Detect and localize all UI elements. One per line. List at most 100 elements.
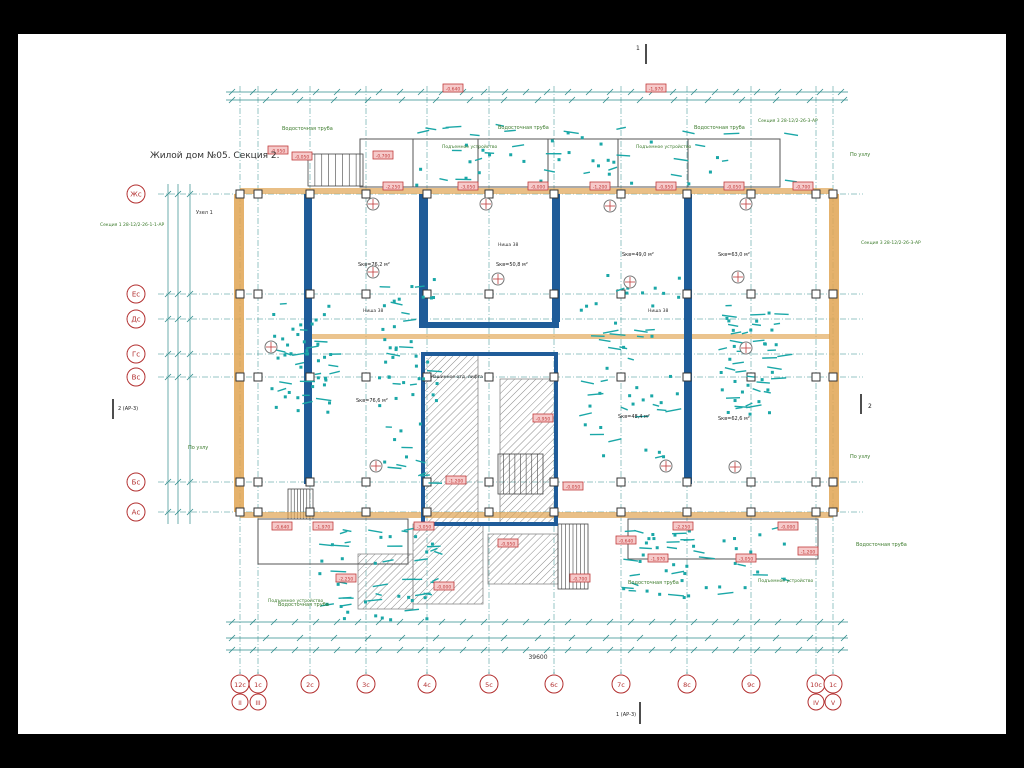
fixture-mark: [414, 354, 418, 358]
fixture-mark: [296, 396, 300, 400]
stair-and-shaft-hatching: [287, 153, 589, 610]
column: [484, 372, 494, 382]
axis-bubble-left: [126, 284, 146, 304]
fixture-mark: [740, 390, 744, 394]
dimension-tick: [772, 96, 780, 104]
pipe-segment: [433, 550, 443, 555]
fixture-mark: [628, 394, 632, 398]
pipe-segment: [633, 529, 644, 534]
axis-bubble-bottom: [823, 674, 843, 694]
dimension-tick: [585, 88, 593, 96]
axis-label-bottom: 1с: [829, 681, 837, 689]
fixture-mark: [509, 153, 513, 157]
dimension-tick: [711, 646, 719, 654]
pipe-segment: [639, 547, 652, 550]
dimension-tick: [354, 646, 362, 654]
fixture-mark: [687, 182, 691, 186]
dimension-tick: [669, 88, 677, 96]
fixture-mark: [685, 564, 689, 568]
fixture-mark: [409, 340, 413, 344]
balcony-outline: [359, 138, 781, 188]
dimension-tick: [312, 646, 320, 654]
fixture-mark: [645, 589, 649, 593]
fixture-mark: [276, 356, 280, 360]
level-tag-text: -1,970: [316, 524, 331, 530]
fixture-mark: [426, 360, 430, 364]
column: [361, 477, 371, 487]
fixture-mark: [392, 299, 396, 303]
fixture-mark: [675, 392, 679, 396]
fixture-mark: [397, 594, 401, 598]
fixture-mark: [647, 537, 651, 541]
column: [253, 507, 263, 517]
level-tag-text: -0,000: [781, 524, 796, 530]
pipe-segment: [784, 179, 797, 183]
dimension-tick: [753, 646, 761, 654]
level-tag-text: -0,700: [796, 184, 811, 190]
fixture-mark: [393, 438, 397, 442]
pipe-segment: [665, 408, 682, 413]
dimension-tick: [568, 96, 576, 104]
dimension-tick: [417, 646, 425, 654]
pipe-segment: [636, 335, 644, 338]
level-tag: [433, 581, 455, 591]
fixture-mark: [340, 557, 344, 561]
callout-per-node: По узлу: [850, 454, 870, 460]
pipe-segment: [598, 338, 611, 343]
axis-bubble-left: [126, 502, 146, 522]
dimension-tick: [534, 634, 542, 642]
dimension-tick: [795, 646, 803, 654]
column: [305, 477, 315, 487]
fixture-mark: [758, 533, 762, 537]
pipe-segment: [367, 598, 383, 602]
dimension-tick: [690, 88, 698, 96]
fixture-mark: [607, 172, 611, 176]
level-tag: [372, 150, 394, 160]
column: [746, 289, 756, 299]
fixture-mark: [748, 412, 752, 416]
pipe-segment: [330, 570, 347, 573]
fixture-mark: [767, 411, 771, 415]
dimension-tick: [438, 618, 446, 626]
dimension-tick: [806, 634, 814, 642]
axis-label-bottom: 9с: [747, 681, 755, 689]
column: [361, 507, 371, 517]
pipe-segment: [620, 406, 628, 411]
axis-label-bottom: 7с: [617, 681, 625, 689]
fixture-mark: [687, 529, 691, 533]
fixture-mark: [402, 381, 406, 385]
dimension-tick: [704, 96, 712, 104]
fixture-mark: [622, 587, 626, 591]
pipe-segment: [403, 318, 417, 322]
pipe-segment: [777, 353, 793, 358]
facade-wall: [234, 194, 244, 512]
dimension-tick: [738, 96, 746, 104]
pipe-segment: [420, 474, 430, 477]
column: [682, 189, 692, 199]
walls: [234, 138, 839, 565]
dimension-tick: [375, 646, 383, 654]
column: [746, 507, 756, 517]
drawing-title: Жилой дом №05. Секция 2.: [150, 151, 280, 161]
callout-drain-pipe: Водосточная труба: [694, 125, 745, 131]
dimension-tick: [333, 618, 341, 626]
dimension-tick: [330, 96, 338, 104]
dimension-tick: [398, 96, 406, 104]
section-mark-top: 1: [636, 45, 640, 52]
dimension-tick: [164, 315, 172, 323]
axis-bubble-bottom: [300, 674, 320, 694]
axis-label-left: Гс: [132, 351, 140, 359]
pipe-segment: [621, 586, 634, 590]
fixture-mark: [622, 345, 626, 349]
fixture-mark: [421, 295, 425, 299]
fixture-mark: [404, 455, 408, 459]
fixture-mark: [757, 400, 761, 404]
fixture-mark: [399, 429, 403, 433]
column: [361, 289, 371, 299]
level-tag: [615, 535, 637, 545]
dimension-tick: [568, 634, 576, 642]
dimension-tick: [249, 618, 257, 626]
level-tag-text: -1,970: [651, 556, 666, 562]
column: [811, 477, 821, 487]
fixture-mark: [653, 286, 657, 290]
